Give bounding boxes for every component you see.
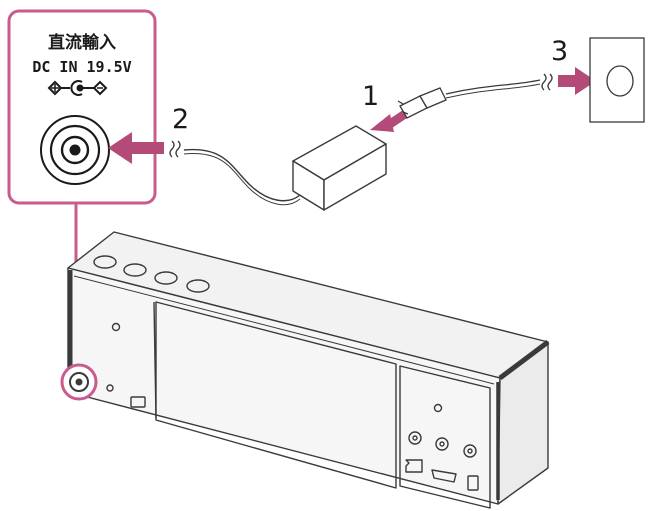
ac-plug (397, 87, 447, 119)
ac-plug-break-mark (541, 73, 553, 91)
ac-cable (445, 79, 541, 95)
left-panel-button (111, 322, 121, 332)
right-panel-button (433, 403, 443, 413)
right-panel-usb-port (467, 475, 479, 491)
dc-plug-break-mark (169, 140, 181, 158)
speaker-right-panel (399, 365, 491, 509)
top-button-4 (186, 279, 210, 293)
arrow-step-3 (558, 67, 596, 95)
arrow-step-2 (108, 132, 164, 164)
right-panel-jack-3 (463, 444, 477, 458)
step-number-2: 2 (172, 104, 189, 135)
step-number-1: 1 (362, 81, 379, 112)
speaker-dc-jack (60, 363, 98, 401)
right-panel-jack-2 (435, 437, 449, 451)
dc-cable (183, 148, 301, 202)
speaker-unit-icon (67, 231, 550, 509)
step-number-3: 3 (551, 36, 568, 67)
dc-in-jack-icon (40, 115, 110, 185)
right-panel-hdmi-port (431, 469, 457, 483)
left-panel-port (106, 384, 114, 392)
jack-label-spec: DC IN 19.5V (32, 58, 131, 76)
top-button-1 (93, 255, 117, 269)
top-button-3 (154, 271, 178, 285)
speaker-frame-right (498, 340, 550, 380)
ac-adapter-icon (292, 125, 387, 211)
left-panel-switch (130, 396, 146, 408)
speaker-grille-panel (155, 301, 397, 489)
jack-label-cjk: 直流輸入 (48, 32, 116, 53)
wall-outlet-icon (589, 37, 645, 123)
dc-polarity-symbol-icon (47, 80, 108, 96)
right-panel-lan-port (405, 459, 423, 473)
right-panel-jack-1 (408, 431, 422, 445)
top-button-2 (123, 263, 147, 277)
